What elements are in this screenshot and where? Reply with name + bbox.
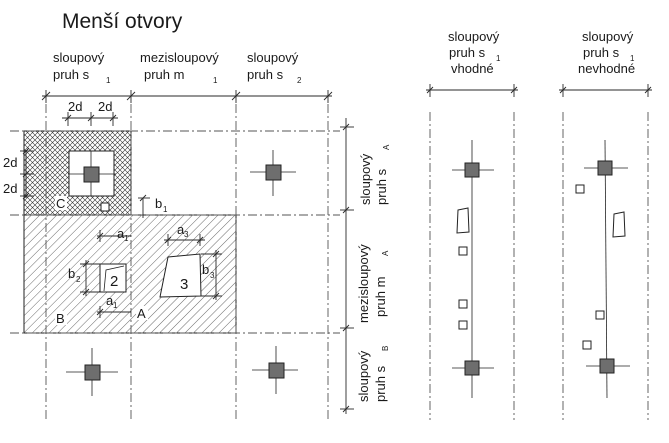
zone-label-C: C [56,196,65,211]
svg-text:sloupový: sloupový [358,153,373,205]
svg-text:1: 1 [163,205,168,214]
column [597,160,613,176]
svg-text:pruh s: pruh s [247,67,284,82]
svg-text:mezisloupový: mezisloupový [140,50,219,65]
svg-text:vhodné: vhodné [451,61,494,76]
dim-a1: a 1 a 1 [96,226,131,318]
svg-text:2d: 2d [98,99,112,114]
svg-text:a: a [106,293,114,308]
dim-b3: b 3 [201,250,222,300]
column [83,166,100,183]
hole [582,340,592,350]
svg-text:sloupový: sloupový [247,50,299,65]
side-label-row2: mezisloupový pruh m A [356,244,390,323]
column [464,162,480,178]
svg-text:pruh m: pruh m [144,67,184,82]
panel-suitable [426,84,518,420]
svg-text:2d: 2d [68,99,82,114]
dim-2d-top: 2d 2d [62,99,118,126]
svg-text:1: 1 [106,76,111,85]
svg-text:sloupový: sloupový [448,29,500,44]
svg-text:A: A [382,144,391,150]
svg-text:B: B [381,346,390,351]
side-label-row3: sloupový pruh s B [356,346,390,402]
hole [458,246,468,256]
svg-text:a: a [177,222,185,237]
column [265,164,282,181]
header-col2: mezisloupový pruh m 1 [140,50,219,85]
svg-text:pruh s: pruh s [53,67,90,82]
small-hole [100,202,110,212]
svg-text:b: b [155,196,162,211]
side-label-row1: sloupový pruh s A [358,144,391,205]
svg-text:sloupový: sloupový [356,350,371,402]
hole [458,320,468,330]
svg-text:sloupový: sloupový [582,29,634,44]
svg-text:b: b [68,266,75,281]
svg-text:A: A [381,250,390,256]
svg-text:1: 1 [124,234,129,243]
hole [575,184,585,194]
column [268,362,285,379]
panel-unsuitable [559,84,652,420]
svg-text:1: 1 [113,301,118,310]
zone-label-A: A [137,306,146,321]
svg-text:2: 2 [297,76,302,85]
dim-a3: a 3 [164,222,205,246]
hole-3-label: 3 [180,276,188,293]
hole-2-label: 2 [110,273,118,290]
hole [595,310,605,320]
hole [612,211,626,238]
column [84,364,101,381]
svg-text:pruh s: pruh s [373,365,388,402]
svg-text:2d: 2d [3,181,17,196]
svg-text:2d: 2d [3,155,17,170]
zone-label-B: B [56,311,65,326]
svg-text:pruh s: pruh s [449,45,486,60]
side-dimension-line [340,118,354,414]
page-title: Menší otvory [62,10,183,33]
svg-text:1: 1 [630,54,635,63]
header-col1: sloupový pruh s 1 [53,50,111,85]
dim-2d-left: 2d 2d [3,147,34,200]
panel-unsuitable-header: sloupový pruh s 1 nevhodné [578,29,635,76]
column [464,360,480,376]
svg-text:nevhodné: nevhodné [578,61,635,76]
dim-b2: b 2 [68,260,100,296]
svg-text:pruh s: pruh s [374,168,389,205]
strip-dimension-line [41,90,333,103]
svg-text:pruh s: pruh s [583,45,620,60]
hole [458,299,468,309]
svg-text:3: 3 [210,271,215,280]
svg-text:3: 3 [184,230,189,239]
svg-text:sloupový: sloupový [53,50,105,65]
svg-text:pruh m: pruh m [373,277,388,317]
grid-strip-lines [10,104,340,420]
svg-text:1: 1 [213,76,218,85]
dim-b1: b 1 [138,194,168,218]
hole [456,207,470,234]
svg-text:b: b [202,262,209,277]
svg-text:2: 2 [76,275,81,284]
svg-text:1: 1 [496,54,501,63]
panel-suitable-header: sloupový pruh s 1 vhodné [448,29,501,76]
header-col3: sloupový pruh s 2 [247,50,302,85]
svg-text:a: a [117,226,125,241]
column [599,358,615,374]
svg-text:mezisloupový: mezisloupový [356,244,371,323]
